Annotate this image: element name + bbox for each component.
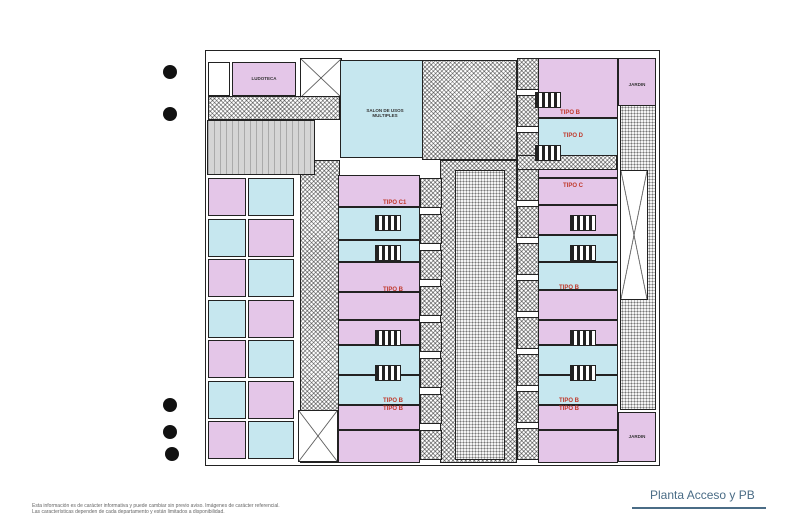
- apartment-room: [538, 430, 618, 463]
- service-core: [570, 330, 596, 346]
- storage-unit: [248, 259, 294, 297]
- storage-unit: [208, 421, 246, 459]
- apartment-room: [538, 178, 618, 205]
- ramp: [207, 120, 315, 175]
- disclaimer-line: Las características dependen de cada dep…: [32, 509, 225, 515]
- lobby-left: [208, 62, 230, 96]
- hall-top: [208, 96, 340, 120]
- service-core: [375, 245, 401, 261]
- access-marker-icon: [165, 447, 179, 461]
- corridor-right-top: [517, 155, 617, 170]
- storage-unit: [248, 421, 294, 459]
- apartment-room: [538, 262, 618, 290]
- apartment-room: [338, 262, 420, 292]
- balcony: [420, 394, 442, 424]
- balcony: [517, 243, 539, 275]
- storage-unit: [208, 380, 246, 419]
- balcony: [420, 250, 442, 280]
- service-core: [375, 365, 401, 381]
- balcony: [420, 178, 442, 208]
- void-bottom: [298, 410, 338, 462]
- storage-unit: [208, 299, 246, 338]
- apartment-room: [538, 290, 618, 320]
- storage-unit: [208, 218, 246, 257]
- room-label-jardin-top: JARDIN: [628, 82, 646, 87]
- service-core: [570, 245, 596, 261]
- unit-type-label: TIPO B: [383, 287, 404, 293]
- jardin-top: [618, 58, 656, 106]
- disclaimer: Esta información es de carácter informat…: [32, 503, 280, 515]
- unit-type-label: TIPO B: [383, 406, 404, 412]
- balcony: [420, 358, 442, 388]
- balcony: [517, 95, 539, 127]
- apartment-room: [338, 175, 420, 207]
- service-core: [570, 365, 596, 381]
- void-right: [620, 170, 648, 300]
- storage-unit: [208, 178, 246, 216]
- jardin-bottom: [618, 412, 656, 462]
- patio-top: [422, 60, 517, 160]
- unit-type-label: TIPO B: [559, 406, 580, 412]
- service-core: [570, 215, 596, 231]
- storage-unit: [248, 218, 294, 257]
- balcony: [420, 322, 442, 352]
- apartment-room: [338, 292, 420, 320]
- service-core: [375, 330, 401, 346]
- balcony: [517, 354, 539, 386]
- void-top: [300, 58, 342, 98]
- room-label-jardin-bottom: JARDIN: [628, 434, 646, 439]
- access-marker-icon: [163, 425, 177, 439]
- storage-unit: [248, 299, 294, 338]
- service-core: [535, 145, 561, 161]
- unit-type-label: TIPO D: [563, 133, 584, 139]
- apartment-room: [338, 430, 420, 463]
- unit-type-label: TIPO B: [560, 110, 581, 116]
- storage-unit: [248, 380, 294, 419]
- apartment-room: [538, 58, 618, 118]
- parking-area: [455, 170, 505, 460]
- balcony: [517, 169, 539, 201]
- storage-unit: [208, 259, 246, 297]
- balcony: [517, 280, 539, 312]
- unit-type-label: TIPO C1: [383, 200, 407, 206]
- storage-unit: [248, 340, 294, 378]
- service-core: [535, 92, 561, 108]
- service-core: [375, 215, 401, 231]
- balcony: [420, 430, 442, 460]
- storage-unit: [208, 340, 246, 378]
- apartment-room: [338, 405, 420, 430]
- unit-type-label: TIPO B: [383, 398, 404, 404]
- ludoteca: [232, 62, 296, 96]
- room-label-sum: SALON DE USOS MULTIPLES: [366, 108, 404, 118]
- balcony: [517, 206, 539, 238]
- access-marker-icon: [163, 107, 177, 121]
- balcony: [420, 286, 442, 316]
- balcony: [517, 58, 539, 90]
- balcony: [420, 214, 442, 244]
- apartment-room: [538, 405, 618, 430]
- storage-unit: [248, 178, 294, 216]
- unit-type-label: TIPO B: [559, 285, 580, 291]
- unit-type-label: TIPO B: [559, 398, 580, 404]
- title-underline: [632, 507, 766, 509]
- disclaimer-line: Esta información es de carácter informat…: [32, 503, 280, 509]
- balcony: [517, 317, 539, 349]
- plan-outline: [205, 50, 660, 466]
- unit-type-label: TIPO C: [563, 183, 584, 189]
- page-title: Planta Acceso y PB: [650, 488, 755, 502]
- access-marker-icon: [163, 398, 177, 412]
- balcony: [517, 391, 539, 423]
- access-marker-icon: [163, 65, 177, 79]
- balcony: [517, 428, 539, 460]
- room-label-ludoteca: LUDOTECA: [251, 76, 277, 81]
